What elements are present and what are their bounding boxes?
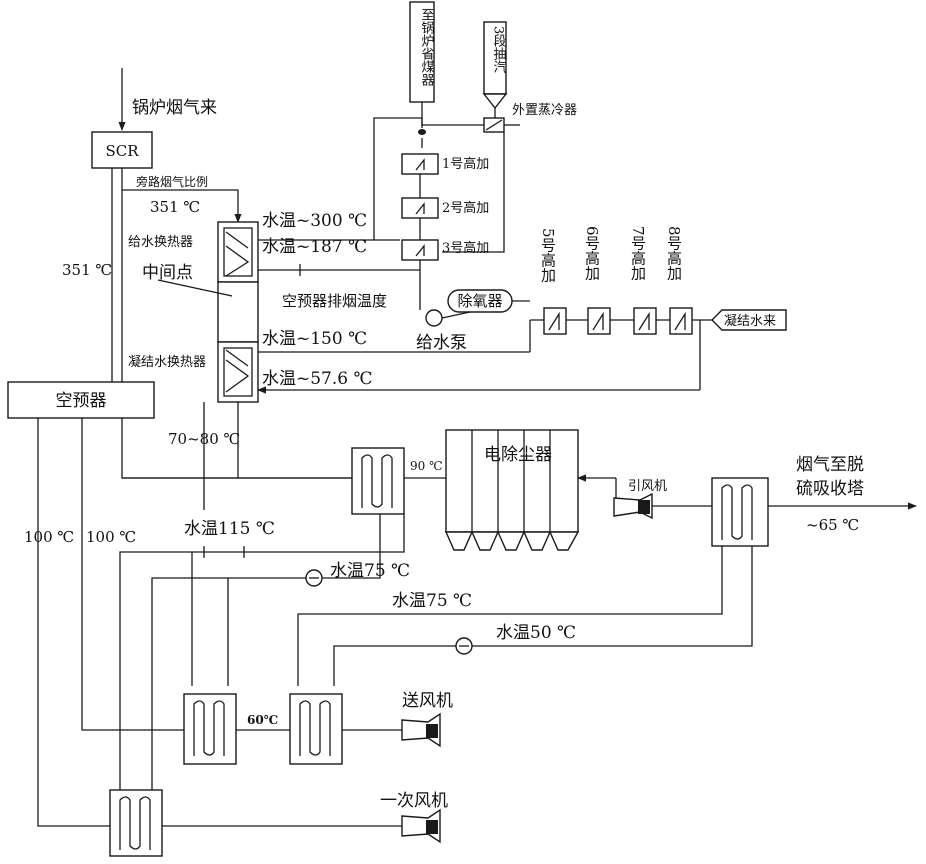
valve-economizer (418, 129, 426, 135)
hp2-label: 2号高加 (442, 200, 489, 216)
temp-351-bypass: 351 ℃ (150, 198, 200, 216)
scr-label: SCR (105, 142, 139, 160)
temp-65: ~65 ℃ (806, 516, 859, 534)
water-temp-187: 水温~187 ℃ (262, 237, 367, 257)
extraction-3-label: 3段抽汽 (491, 26, 507, 74)
pa-heater (109, 789, 163, 857)
feedwater-heat-exchanger (217, 221, 259, 283)
hp-heater-3: 3号高加 (401, 239, 489, 261)
temp-100-a: 100 ℃ (24, 528, 74, 546)
lp-heater-5: 5号高加 (539, 228, 567, 335)
water-temp-75-b: 水温75 ℃ (392, 591, 472, 611)
lp8-label: 8号高加 (665, 226, 683, 282)
fd-fan-icon (401, 712, 441, 748)
pa-fan-label: 一次风机 (380, 791, 448, 811)
extraction-3-tag: 3段抽汽 (482, 21, 508, 110)
desuperheater-symbol (485, 119, 503, 131)
deaerator-label: 除氧器 (457, 292, 502, 310)
bypass-duct (122, 189, 242, 223)
flue-gas-cooler-2 (711, 477, 769, 547)
mid-point-label: 中间点 (142, 263, 193, 283)
feedwater-hx-label: 给水换热器 (128, 235, 193, 250)
id-fan-icon (613, 492, 653, 520)
to-economizer-tag: 至锅炉省煤器 (409, 1, 435, 103)
ah-exhaust-temp-label: 空预器排烟温度 (282, 292, 387, 310)
lp6-label: 6号高加 (583, 226, 601, 282)
flue-gas-cooler-1 (351, 447, 405, 515)
condensate-inlet-tag: 凝结水来 (711, 309, 787, 331)
scr-box: SCR (91, 131, 153, 169)
hp1-label: 1号高加 (442, 156, 489, 172)
condensate-in-label: 凝结水来 (724, 313, 776, 329)
boiler-flue-gas-label: 锅炉烟气来 (132, 98, 217, 118)
fd-fan-label: 送风机 (402, 691, 453, 711)
temp-70-80: 70~80 ℃ (168, 430, 240, 448)
pa-fan-icon (401, 808, 441, 844)
temp-351-main: 351 ℃ (62, 261, 112, 279)
hp-heater-1: 1号高加 (401, 153, 489, 175)
temp-100-b: 100 ℃ (86, 528, 136, 546)
temp-90: 90 ℃ (410, 459, 443, 473)
pump-50-outlet (472, 546, 753, 647)
sa-heater-2 (289, 693, 343, 765)
lp-heater-7: 7号高加 (629, 226, 657, 335)
cooler2-loop-out (297, 546, 723, 686)
pump-75-outlet (322, 514, 381, 579)
deaerator: 除氧器 (447, 289, 513, 313)
feed-pump-icon (425, 309, 443, 327)
hp3-label: 3号高加 (442, 240, 489, 256)
temp-60: 60℃ (247, 713, 278, 727)
esp-label: 电除尘器 (484, 445, 552, 465)
water-temp-50: 水温50 ℃ (496, 623, 576, 643)
hp-return-line (442, 132, 505, 253)
feedwater-return-line (373, 117, 423, 240)
lp-heater-8: 8号高加 (665, 226, 693, 335)
water-temp-115: 水温115 ℃ (184, 519, 275, 539)
condensate-heat-exchanger (217, 341, 259, 403)
water-temp-300: 水温~300 ℃ (262, 211, 367, 231)
air-preheater-box: 空预器 (7, 381, 155, 419)
hp-heater-2: 2号高加 (401, 197, 489, 219)
lp5-label: 5号高加 (539, 228, 557, 284)
water-temp-75-a: 水温75 ℃ (330, 561, 410, 581)
boiler-flue-gas-inlet: 锅炉烟气来 (118, 68, 217, 131)
to-economizer-label: 至锅炉省煤器 (419, 8, 435, 87)
mid-duct-section (217, 281, 259, 343)
ext-desuperheater-label: 外置蒸冷器 (512, 103, 577, 118)
hot-water-supply (119, 514, 405, 790)
condensate-hx-label: 凝结水换热器 (128, 354, 206, 370)
feed-pump-label: 给水泵 (416, 333, 467, 353)
to-fgd-label-1: 烟气至脱 (796, 455, 864, 475)
id-fan-label: 引风机 (628, 479, 667, 494)
cooler2-loop-in (333, 645, 456, 686)
hot-water-return (151, 577, 306, 790)
ah-flue-outlet (121, 418, 352, 479)
water-temp-57: 水温~57.6 ℃ (262, 369, 373, 389)
pa-air-duct (37, 418, 110, 827)
to-fgd-label-2: 硫吸收塔 (796, 479, 864, 499)
lp7-label: 7号高加 (629, 226, 647, 282)
pump-link (441, 311, 471, 319)
air-preheater-label: 空预器 (56, 391, 107, 411)
bypass-ratio-label: 旁路烟气比例 (136, 174, 208, 189)
sa-heater-1 (183, 693, 237, 765)
secondary-air-duct (81, 418, 184, 731)
mid-point-pointer (157, 279, 233, 297)
water-temp-150: 水温~150 ℃ (262, 329, 367, 349)
lp-heater-6: 6号高加 (583, 226, 611, 335)
